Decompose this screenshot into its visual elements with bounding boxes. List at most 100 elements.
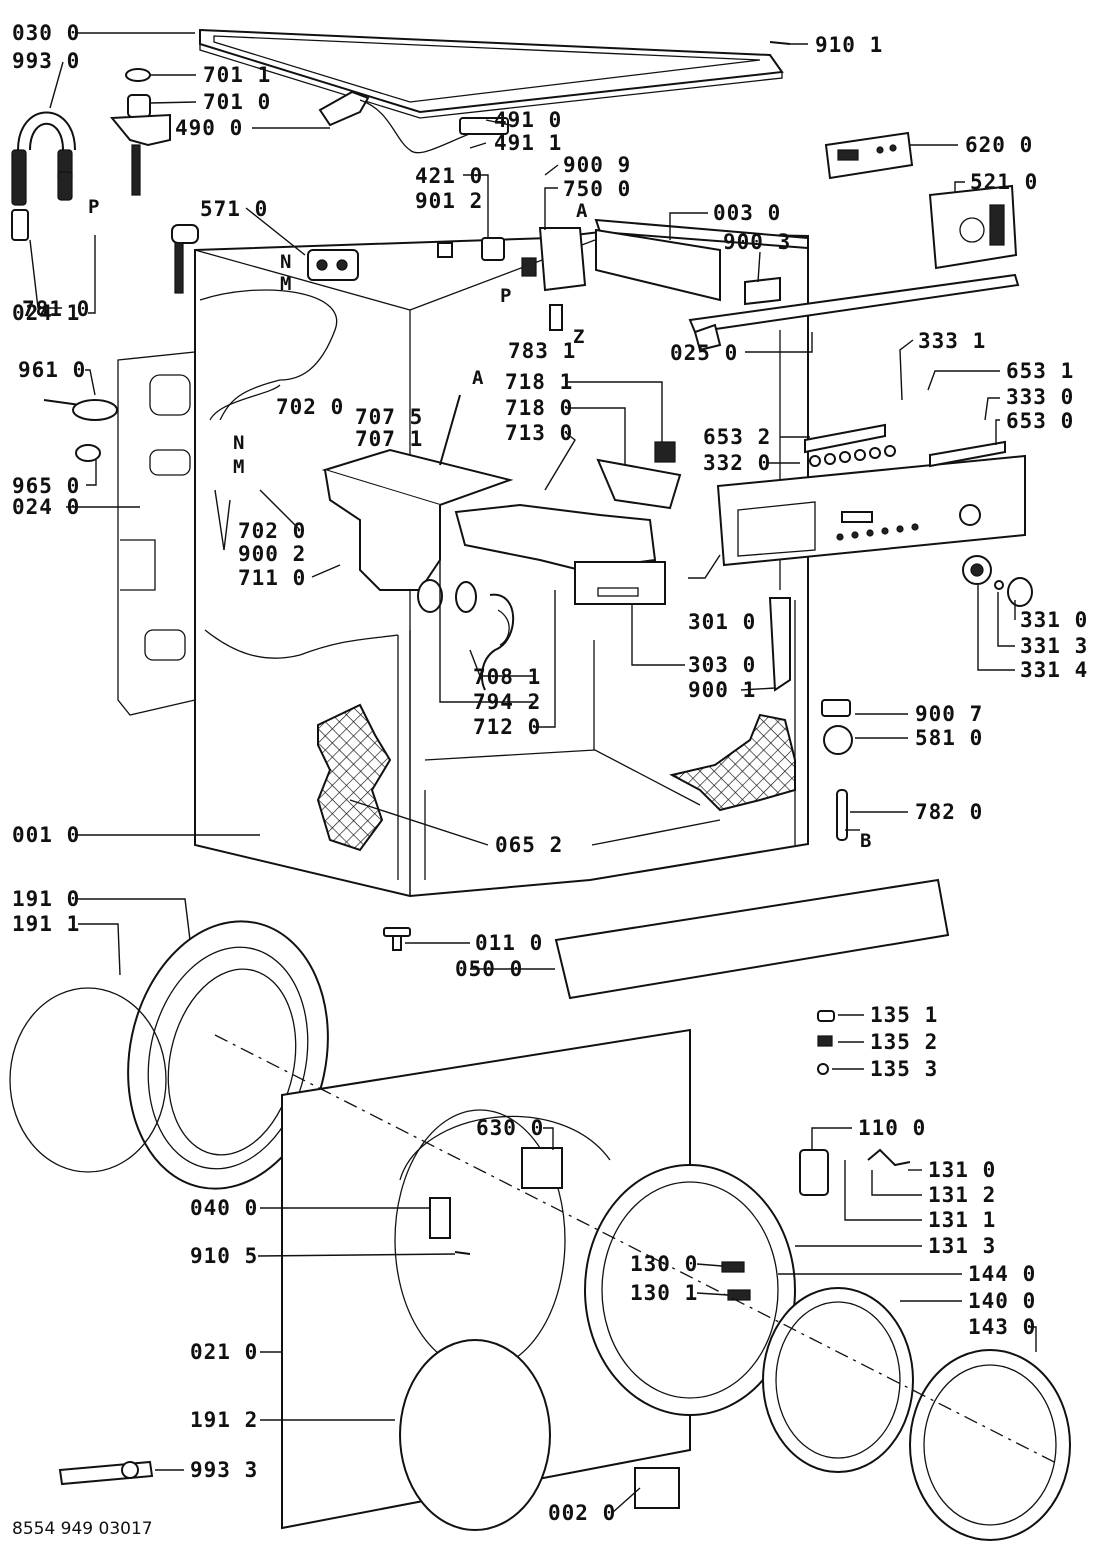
callout-701-1: 701 1	[203, 63, 271, 87]
letter-n-valve: N	[280, 251, 291, 273]
kick-plate-part	[554, 878, 950, 1000]
callout-900-2: 900 2	[238, 542, 306, 566]
callout-003-0: 003 0	[713, 201, 781, 225]
callout-713-0: 713 0	[505, 421, 573, 445]
spring-part	[817, 1035, 833, 1047]
callout-712-0: 712 0	[473, 715, 541, 739]
callout-701-0: 701 0	[203, 90, 271, 114]
letter-a-motor: A	[576, 200, 588, 222]
clamp-ring-part	[9, 987, 167, 1173]
callout-711-0: 711 0	[238, 566, 306, 590]
callout-040-0: 040 0	[190, 1196, 258, 1220]
callout-620-0: 620 0	[965, 133, 1033, 157]
callout-993-0: 993 0	[12, 49, 80, 73]
callout-333-1: 333 1	[918, 329, 986, 353]
door-rod-part	[439, 394, 461, 466]
callout-131-1: 131 1	[928, 1208, 996, 1232]
callout-331-4: 331 4	[1020, 658, 1088, 682]
callout-965-0: 965 0	[12, 474, 80, 498]
capacitor-part	[521, 227, 587, 331]
callout-050-0: 050 0	[455, 957, 523, 981]
callout-653-1: 653 1	[1006, 359, 1074, 383]
control-panel-part	[716, 454, 1026, 567]
screw-part	[817, 1010, 835, 1022]
callout-303-0: 303 0	[688, 653, 756, 677]
callout-333-0: 333 0	[1006, 385, 1074, 409]
callout-571-0: 571 0	[200, 197, 268, 221]
callout-025-0: 025 0	[670, 341, 738, 365]
door-glass-part	[762, 1287, 914, 1473]
callout-144-0: 144 0	[968, 1262, 1036, 1286]
electronic-board-part	[824, 131, 914, 180]
water-valve-part	[171, 224, 359, 294]
callout-630-0: 630 0	[476, 1116, 544, 1140]
callout-783-1: 783 1	[508, 339, 576, 363]
callout-135-1: 135 1	[870, 1003, 938, 1027]
latch-spring-part	[867, 1148, 911, 1167]
callout-707-1: 707 1	[355, 427, 423, 451]
callout-131-2: 131 2	[928, 1183, 996, 1207]
door-latch-part	[768, 597, 791, 692]
callout-782-0: 782 0	[915, 800, 983, 824]
callout-490-0: 490 0	[175, 116, 243, 140]
callout-707-5: 707 5	[355, 405, 423, 429]
insulation-mesh-right-part	[669, 713, 796, 812]
foot-part	[383, 927, 411, 951]
callout-301-0: 301 0	[688, 610, 756, 634]
callout-900-7: 900 7	[915, 702, 983, 726]
callout-011-0: 011 0	[475, 931, 543, 955]
callout-993-3: 993 3	[190, 1458, 258, 1482]
callout-024-1-visible: 024 1	[12, 301, 80, 325]
document-number: 8554 949 03017	[12, 1519, 153, 1539]
callout-135-2: 135 2	[870, 1030, 938, 1054]
door-gasket-part	[127, 920, 329, 1190]
detergent-cup-part	[596, 458, 682, 510]
callout-702-0-bottom: 702 0	[238, 519, 306, 543]
part-callouts: 030 0 993 0 701 1 701 0 490 0 910 1 491 …	[12, 21, 1088, 1525]
callout-001-0: 001 0	[12, 823, 80, 847]
letter-m-dispenser: M	[233, 456, 244, 478]
dispenser-housing-part	[321, 448, 666, 613]
callout-794-2: 794 2	[473, 690, 541, 714]
pressure-switch-part	[823, 725, 853, 755]
callout-331-3: 331 3	[1020, 634, 1088, 658]
letter-n-dispenser: N	[233, 432, 244, 454]
door-screw-part	[454, 1251, 471, 1255]
callout-130-0: 130 0	[630, 1252, 698, 1276]
connector-part	[437, 242, 453, 258]
letter-m-valve: M	[280, 273, 291, 295]
filter-part	[481, 237, 505, 261]
callout-191-1: 191 1	[12, 912, 80, 936]
callout-581-0: 581 0	[915, 726, 983, 750]
letter-z: Z	[573, 326, 584, 348]
control-module-part	[928, 184, 1018, 270]
door-handle-part	[799, 1149, 829, 1196]
callout-491-1: 491 1	[494, 131, 562, 155]
callout-900-1: 900 1	[688, 678, 756, 702]
inlet-hose-assembly-part	[11, 111, 76, 241]
callout-653-0: 653 0	[1006, 409, 1074, 433]
callout-143-0: 143 0	[968, 1315, 1036, 1339]
callout-421-0: 421 0	[415, 164, 483, 188]
worktop-lid-part	[199, 28, 784, 119]
callout-021-0: 021 0	[190, 1340, 258, 1364]
callout-521-0: 521 0	[970, 170, 1038, 194]
callout-900-9: 900 9	[563, 153, 631, 177]
callout-002-0: 002 0	[548, 1501, 616, 1525]
callout-750-0: 750 0	[563, 177, 631, 201]
callout-065-2: 065 2	[495, 833, 563, 857]
callout-900-3: 900 3	[723, 230, 791, 254]
callout-131-0: 131 0	[928, 1158, 996, 1182]
callout-191-0: 191 0	[12, 887, 80, 911]
service-tool-part	[58, 1460, 154, 1486]
water-inlet-nozzle-part	[109, 68, 171, 196]
letter-b: B	[860, 830, 871, 852]
selector-knob-part	[962, 555, 1033, 607]
letter-a-rod: A	[472, 367, 484, 389]
callout-030-0: 030 0	[12, 21, 80, 45]
cup-insert-part	[654, 441, 676, 463]
door-frame-part	[584, 1164, 796, 1416]
letter-p-hose: P	[88, 196, 99, 218]
callout-718-1: 718 1	[505, 370, 573, 394]
